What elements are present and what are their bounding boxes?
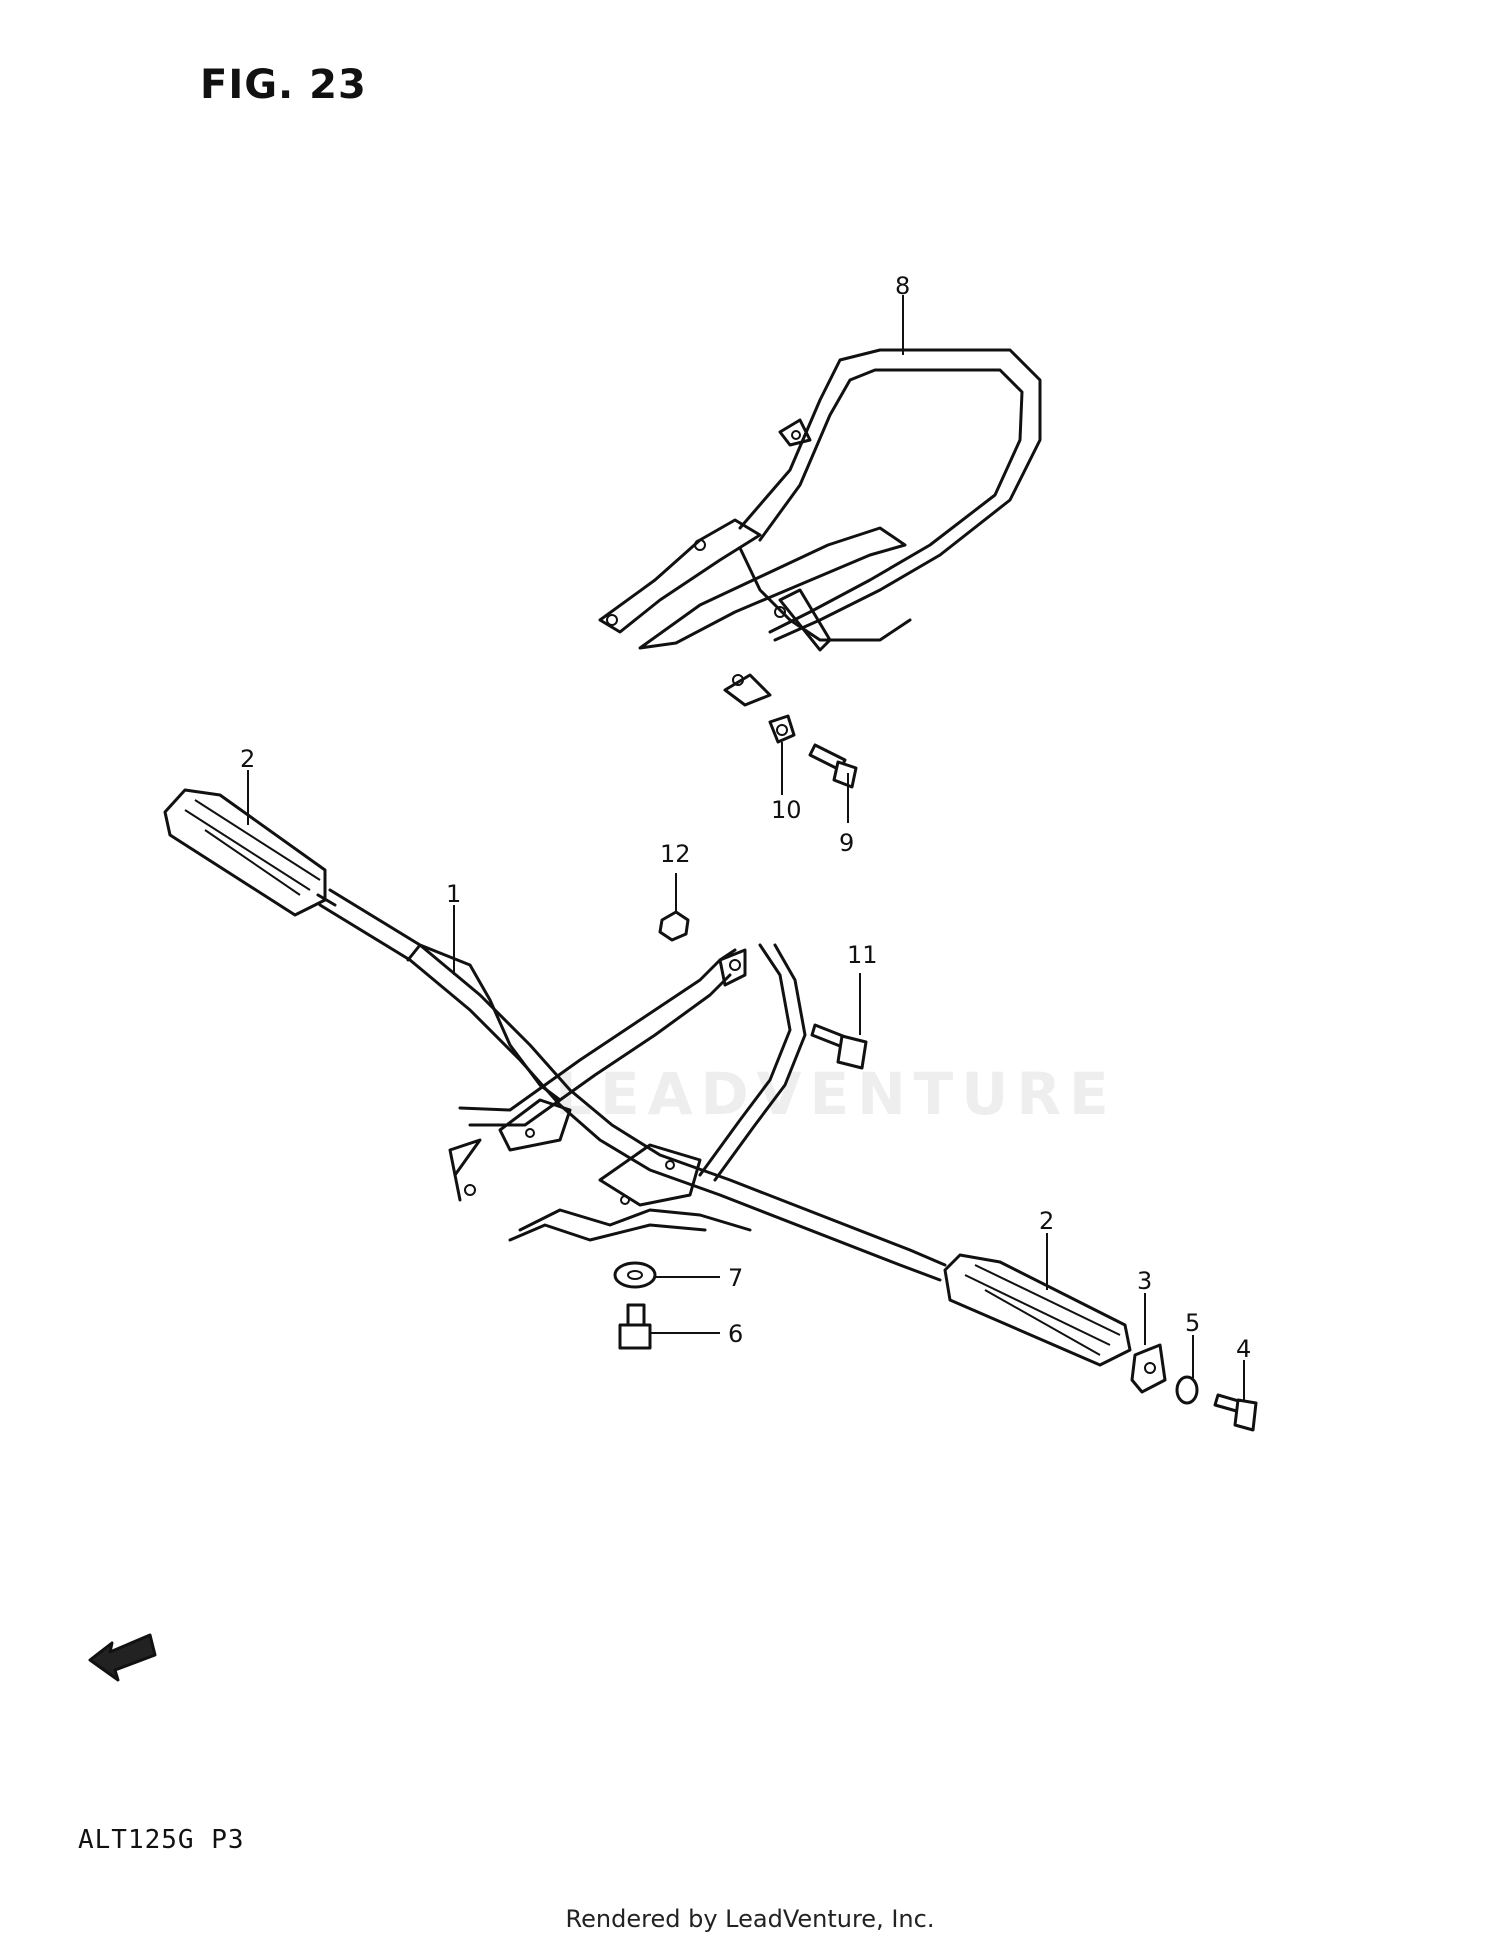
callout-4: 4 <box>1236 1335 1251 1363</box>
bolt-part-4 <box>1213 1393 1258 1432</box>
bolt-part-11 <box>810 1023 868 1070</box>
callout-7: 7 <box>728 1264 743 1292</box>
callout-3: 3 <box>1137 1267 1152 1295</box>
left-footpeg-part <box>163 788 337 917</box>
washer-part-10 <box>768 714 796 744</box>
leader-lines <box>247 295 1245 1402</box>
callout-8: 8 <box>895 272 910 300</box>
right-footpeg-part <box>943 1253 1132 1367</box>
bolt-part-6 <box>618 1303 652 1350</box>
callout-11: 11 <box>847 941 878 969</box>
callout-1: 1 <box>446 880 461 908</box>
fwd-arrow-icon <box>88 1633 157 1682</box>
rear-carrier-part <box>598 348 1042 707</box>
washer-part-5 <box>1175 1375 1199 1405</box>
nut-part-12 <box>658 910 690 942</box>
callouts: 8 2 1 12 10 9 11 2 3 5 4 7 6 <box>240 272 1251 1363</box>
callout-6: 6 <box>728 1320 743 1348</box>
callout-10: 10 <box>771 796 802 824</box>
footrest-bracket-part <box>318 888 947 1282</box>
washer-part-7 <box>613 1261 657 1289</box>
callout-2-left: 2 <box>240 745 255 773</box>
bolt-part-9 <box>808 743 858 789</box>
callout-9: 9 <box>839 829 854 857</box>
model-code: ALT125G P3 <box>78 1825 245 1855</box>
callout-5: 5 <box>1185 1309 1200 1337</box>
callout-2-right: 2 <box>1039 1207 1054 1235</box>
plate-part-3 <box>1130 1343 1167 1394</box>
figure-title: FIG. 23 <box>200 62 367 108</box>
footer-credit: Rendered by LeadVenture, Inc. <box>565 1905 935 1933</box>
callout-12: 12 <box>660 840 691 868</box>
